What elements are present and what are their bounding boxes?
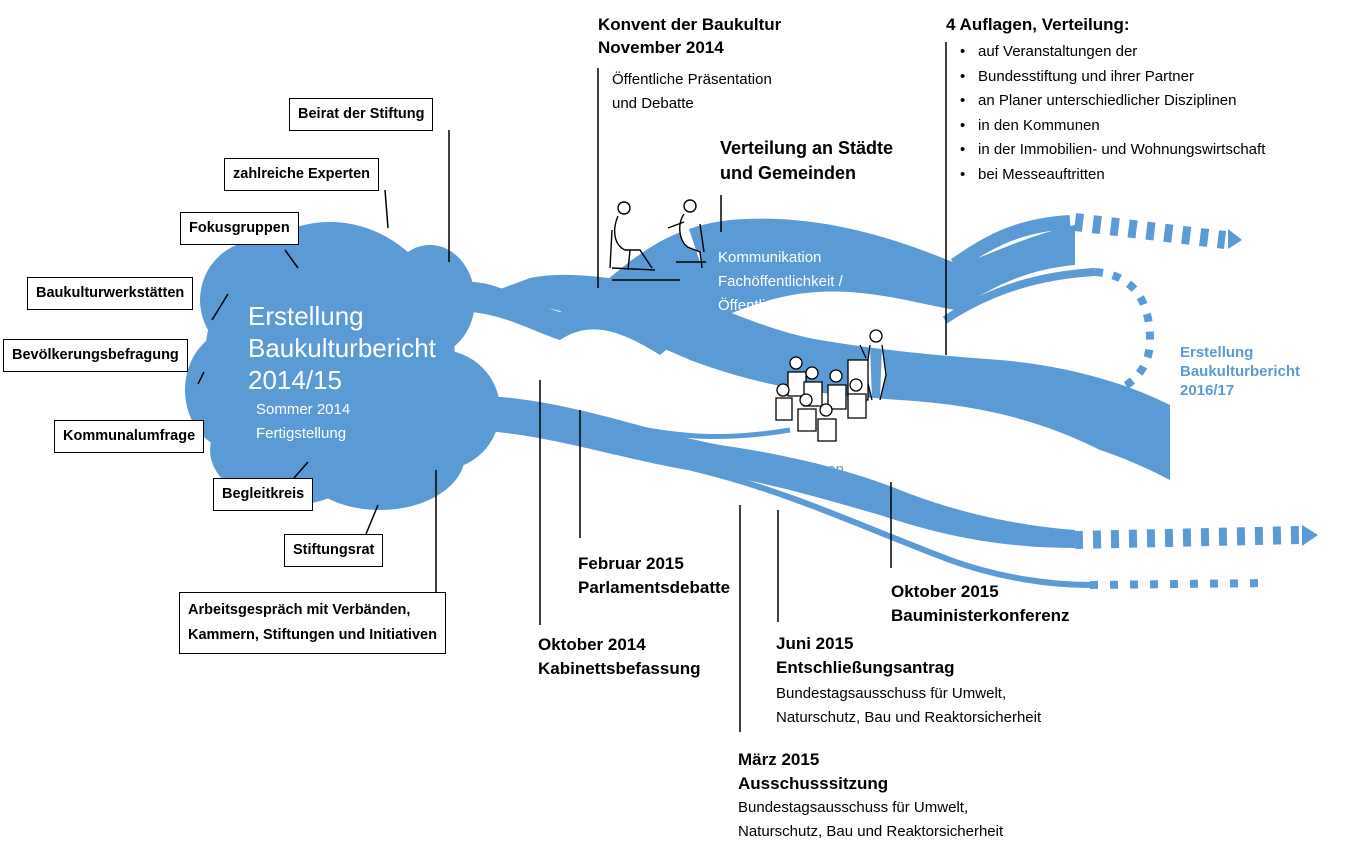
input-box-begleitkreis: Begleitkreis [213,478,314,511]
arbeitsgespraech-line-1: Arbeitsgespräch mit Verbänden, [188,602,411,618]
political-stream-band [460,395,1075,548]
auflagen-item: bei Messeauftritten [956,163,1265,188]
input-box-werkstaetten: Baukulturwerkstätten [27,277,194,310]
verteilung-line-1: Verteilung an Städte [720,138,894,158]
upper-arc-1 [950,215,1071,271]
kommunikation-line-2: Fachöffentlichkeit / [718,273,843,290]
auflagen-title: 4 Auflagen, Verteilung: [946,15,1130,34]
outline-stream-2 [599,417,791,440]
center-subtitle-line-2: Fertigstellung [256,425,347,442]
dashed-streams [1073,213,1301,589]
input-box-befragung: Bevölkerungsbefragung [3,339,188,372]
verteilung-line-2: und Gemeinden [720,163,857,183]
arrow-head-lower [1302,525,1318,546]
arrow-head-upper [1228,229,1242,249]
input-box-beirat: Beirat der Stiftung [289,98,434,131]
milestone-maerz2015-sub-2: Naturschutz, Bau und Reaktorsicherheit [738,823,1004,840]
milestone-juni2015-sub-2: Naturschutz, Bau und Reaktorsicherheit [776,709,1042,726]
next-edition-line-1: Erstellung [1180,344,1254,361]
kommunikation-line-3: Öffentlichkeit [718,297,805,314]
milestone-feb2015-title: Parlamentsdebatte [578,578,731,597]
input-box-experten: zahlreiche Experten [224,158,379,191]
konvent-title-line-2: November 2014 [598,38,724,57]
center-title-line-1: Erstellung [248,301,364,331]
auflagen-item: in den Kommunen [956,114,1265,139]
milestone-maerz2015-title: Ausschusssitzung [738,774,889,793]
konvent-sub-line-2: und Debatte [612,95,694,112]
center-subtitle-line-1: Sommer 2014 [256,401,351,418]
outline-stream [469,397,1091,588]
auflagen-item: in der Immobilien- und Wohnungswirtschaf… [956,138,1265,163]
milestone-okt2015-date: Oktober 2015 [891,582,999,601]
audience-seats [775,356,867,442]
milestone-juni2015-date: Juni 2015 [776,634,854,653]
milestone-okt2014-title: Kabinettsbefassung [538,659,701,678]
input-pointer-lines [197,130,450,592]
input-box-arbeitsgespraech: Arbeitsgespräch mit Verbänden, Kammern, … [179,592,446,654]
next-edition-line-3: 2016/17 [1180,382,1235,399]
konvent-title-line-1: Konvent der Baukultur [598,15,782,34]
audience-speaker-icon [775,329,887,442]
auflagen-list: auf Veranstaltungen der Bundesstiftung u… [956,40,1265,187]
auflagen-item-continuation: Bundesstiftung und ihrer Partner [956,65,1265,90]
conversation-figures-icon [609,199,706,281]
milestone-leader-lines [539,42,947,732]
milestone-juni2015-sub-1: Bundestagsausschuss für Umwelt, [776,685,1007,702]
arbeitsgespraech-line-2: Kammern, Stiftungen und Initiativen [188,627,437,643]
lower-stream-band [470,274,1170,480]
milestone-feb2015-date: Februar 2015 [578,554,684,573]
milestone-maerz2015-sub-1: Bundestagsausschuss für Umwelt, [738,799,969,816]
milestone-maerz2015-date: März 2015 [738,750,820,769]
next-edition-line-2: Baukulturbericht [1180,363,1301,380]
center-cloud-shape [185,222,500,510]
milestone-juni2015-title: Entschließungsantrag [776,658,955,677]
input-box-kommunalumfrage: Kommunalumfrage [54,420,205,453]
lower-stream-end [1100,400,1165,452]
auflagen-item: auf Veranstaltungen der [956,40,1265,65]
center-title-line-3: 2014/15 [248,365,342,395]
milestone-okt2015-title: Bauministerkonferenz [891,606,1070,625]
input-box-stiftungsrat: Stiftungsrat [284,534,384,567]
input-box-fokusgruppen: Fokusgruppen [180,212,299,245]
politisches-verfahren-label: Politisches Verfahren [703,461,844,478]
milestone-okt2014-date: Oktober 2014 [538,635,646,654]
upper-arc-2 [942,268,1096,324]
kommunikation-line-1: Kommunikation [718,249,822,266]
auflagen-item: an Planer unterschiedlicher Disziplinen [956,89,1265,114]
konvent-sub-line-1: Öffentliche Präsentation [612,71,772,88]
center-title-line-2: Baukulturbericht [248,333,436,363]
auflagen-item-continuation-text: Bundesstiftung und ihrer Partner [978,67,1194,85]
